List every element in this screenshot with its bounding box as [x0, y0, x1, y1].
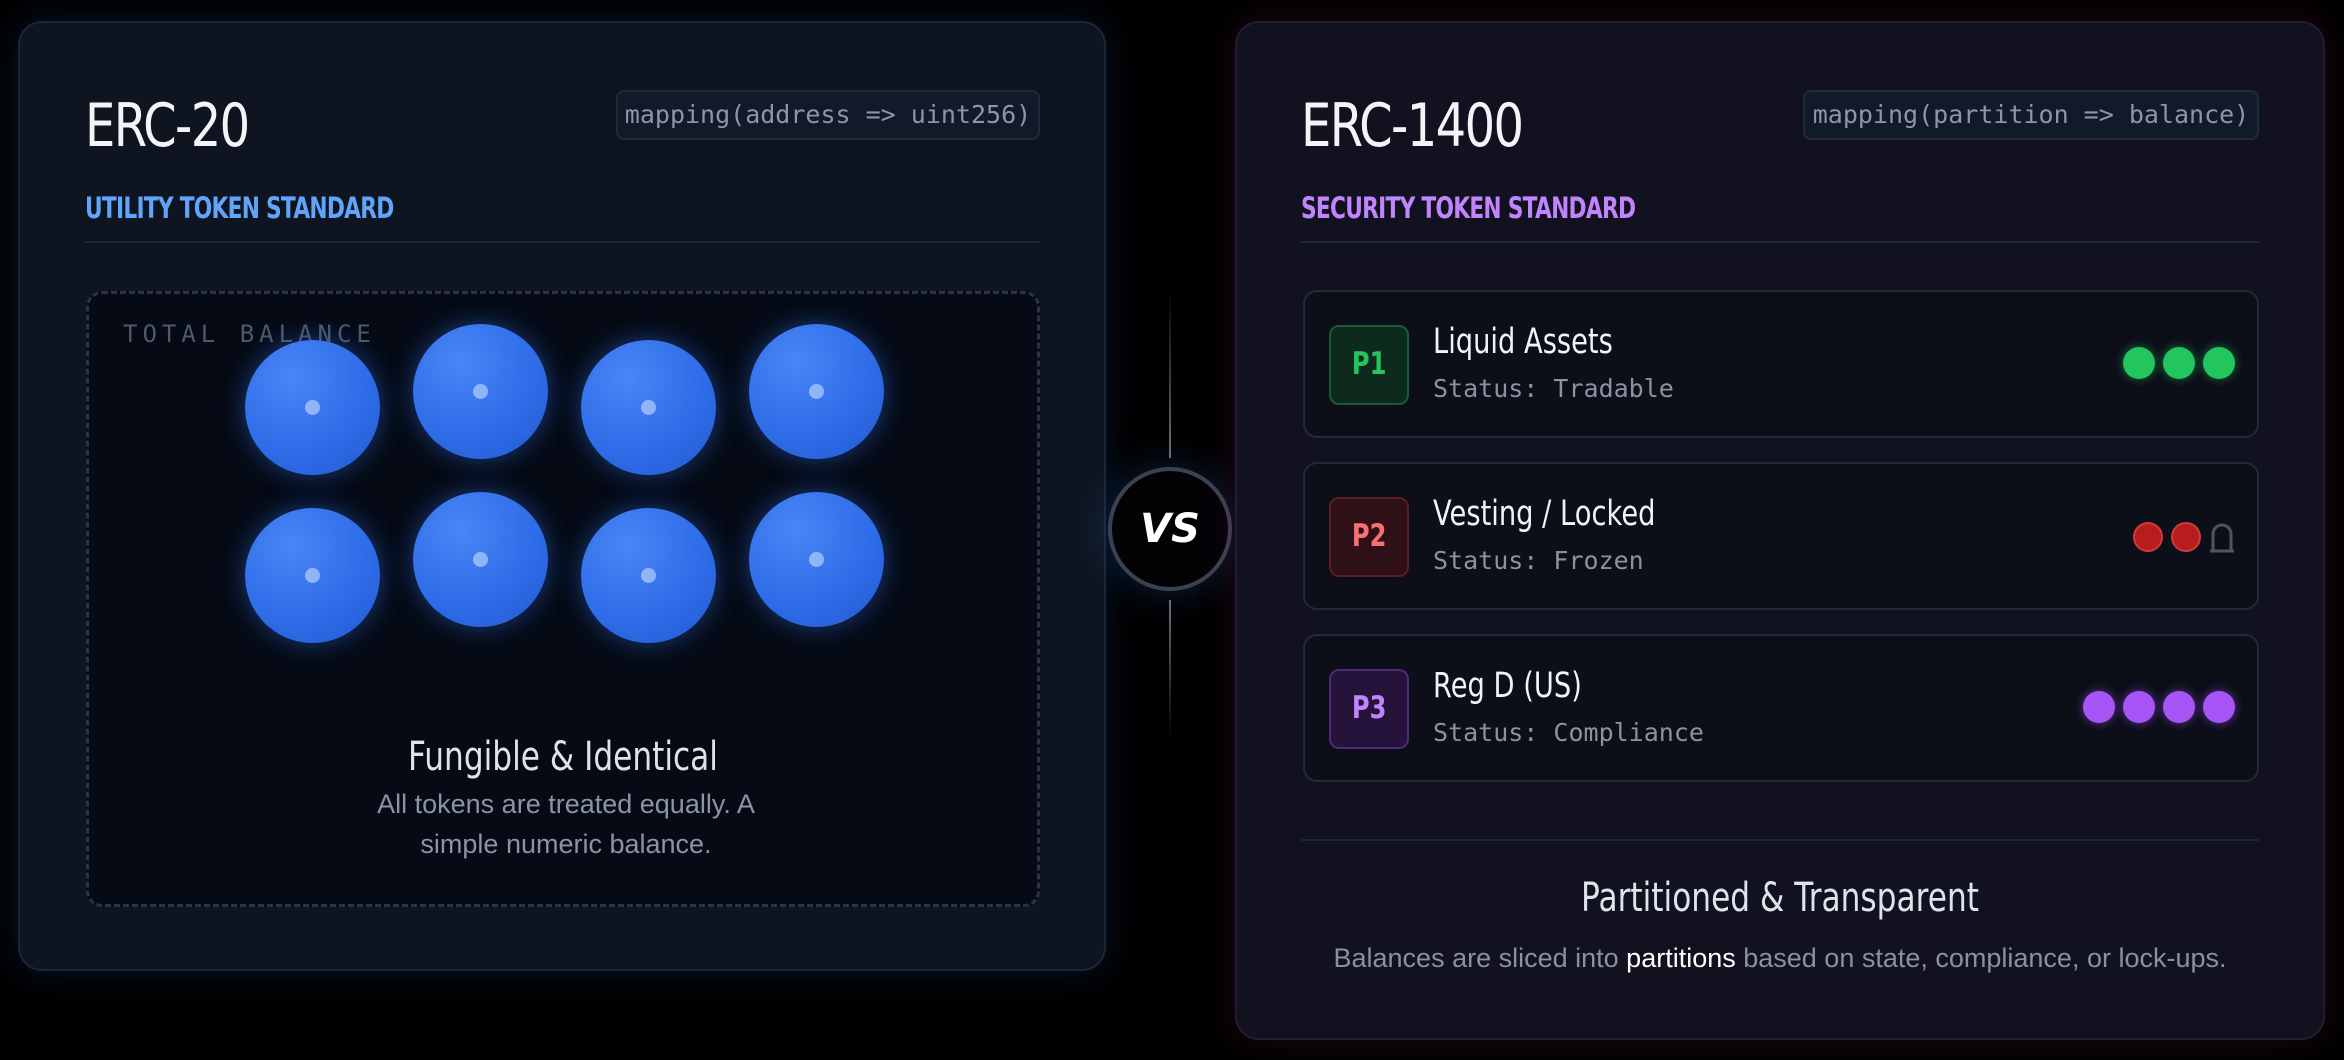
partition-badge-p3: P3: [1329, 669, 1409, 749]
token-coin: [245, 340, 380, 475]
fungible-description: All tokens are treated equally. A simple…: [377, 789, 755, 859]
erc20-subtitle: UTILITY TOKEN STANDARD: [85, 191, 394, 225]
erc20-code-snippet: mapping(address => uint256): [616, 90, 1040, 140]
erc20-card: ERC-20 UTILITY TOKEN STANDARD mapping(ad…: [18, 21, 1106, 971]
token-dots: [2133, 521, 2235, 553]
partition-status: Status: Frozen: [1433, 546, 1644, 575]
partition-name: Vesting / Locked: [1433, 494, 1656, 534]
lock-icon: [2210, 523, 2234, 553]
token-coin: [413, 324, 548, 459]
partitions-highlight: partitions: [1626, 943, 1736, 973]
token-dot: [2123, 691, 2155, 723]
partition-row-p3: P3 Reg D (US) Status: Compliance: [1303, 634, 2259, 782]
erc1400-code-snippet: mapping(partition => balance): [1803, 90, 2259, 140]
partitioned-description: Balances are sliced into partitions base…: [1333, 943, 2227, 973]
partition-name: Liquid Assets: [1433, 322, 1613, 362]
token-dot: [2123, 347, 2155, 379]
token-dots: [2083, 691, 2235, 723]
partition-badge-p1: P1: [1329, 325, 1409, 405]
erc20-divider: [85, 241, 1040, 243]
token-dot: [2171, 522, 2201, 552]
partition-name: Reg D (US): [1433, 666, 1582, 706]
erc1400-divider: [1301, 241, 2259, 243]
fungible-heading: Fungible & Identical: [408, 734, 718, 780]
erc1400-subtitle: SECURITY TOKEN STANDARD: [1301, 191, 1636, 225]
vs-badge: VS: [1108, 467, 1232, 591]
vs-line-bottom: [1169, 600, 1171, 740]
token-dot: [2203, 347, 2235, 379]
partition-badge-p2: P2: [1329, 497, 1409, 577]
token-coin: [749, 492, 884, 627]
partition-status: Status: Tradable: [1433, 374, 1674, 403]
partition-row-p1: P1 Liquid Assets Status: Tradable: [1303, 290, 2259, 438]
total-balance-label: TOTAL BALANCE: [123, 320, 376, 348]
token-coin: [581, 340, 716, 475]
token-coin: [749, 324, 884, 459]
token-dot: [2133, 522, 2163, 552]
token-dot: [2083, 691, 2115, 723]
token-dots: [2123, 347, 2235, 379]
erc1400-footer-divider: [1301, 839, 2259, 841]
token-dot: [2203, 691, 2235, 723]
token-dot: [2163, 691, 2195, 723]
token-dot: [2163, 347, 2195, 379]
token-coin: [245, 508, 380, 643]
token-coin: [413, 492, 548, 627]
partition-row-p2: P2 Vesting / Locked Status: Frozen: [1303, 462, 2259, 610]
erc1400-card: ERC-1400 SECURITY TOKEN STANDARD mapping…: [1235, 21, 2325, 1040]
erc20-title: ERC-20: [85, 91, 250, 161]
vs-line-top: [1169, 288, 1171, 458]
partitioned-heading: Partitioned & Transparent: [1581, 875, 1979, 921]
token-coin: [581, 508, 716, 643]
token-balance-panel: TOTAL BALANCE Fungible & Identical All t…: [86, 291, 1040, 907]
erc1400-title: ERC-1400: [1301, 91, 1524, 161]
partition-status: Status: Compliance: [1433, 718, 1704, 747]
